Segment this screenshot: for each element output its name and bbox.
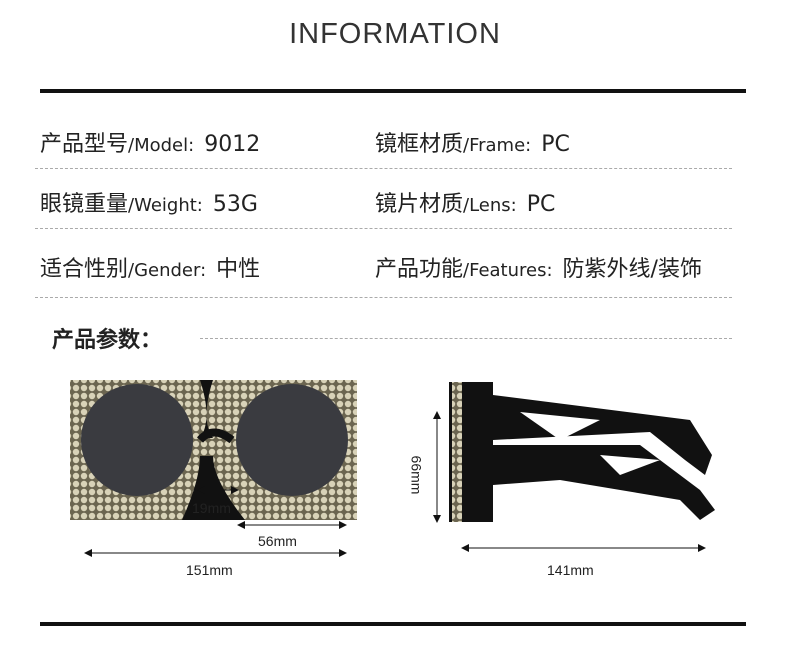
- spec-label-en: /Weight:: [128, 195, 203, 216]
- page-title: INFORMATION: [289, 18, 501, 50]
- spec-label-zh: 适合性别: [40, 257, 129, 282]
- spec-value: 中性: [216, 257, 261, 282]
- spec-features: 产品功能/Features: 防紫外线/装饰: [375, 251, 702, 283]
- spec-weight: 眼镜重量/Weight: 53G: [40, 186, 258, 218]
- spec-label-zh: 产品功能: [375, 257, 464, 282]
- dimension-lines: [84, 411, 706, 557]
- spec-label-en: /Lens:: [463, 195, 517, 216]
- spec-label-zh: 镜框材质: [375, 132, 464, 157]
- temple-arm: [493, 445, 715, 520]
- spec-value: PC: [526, 192, 556, 217]
- lens-height-dimension-label: 66mm: [408, 455, 425, 495]
- spec-value: 防紫外线/装饰: [562, 257, 702, 282]
- divider: [200, 338, 732, 339]
- front-view: [70, 380, 357, 520]
- spec-value: 9012: [204, 132, 261, 157]
- params-heading: 产品参数：: [52, 328, 163, 353]
- left-lens: [81, 384, 193, 496]
- spec-label-en: /Features:: [463, 260, 553, 281]
- spec-label-zh: 产品型号: [40, 132, 129, 157]
- bridge: [196, 428, 235, 444]
- spec-label-zh: 镜片材质: [375, 192, 464, 217]
- spec-lens: 镜片材质/Lens: PC: [375, 186, 555, 218]
- right-lens: [236, 384, 348, 496]
- divider: [35, 228, 732, 229]
- spec-value: 53G: [212, 192, 258, 217]
- spec-label-zh: 眼镜重量: [40, 192, 129, 217]
- glasses-illustration: [70, 380, 715, 557]
- spec-label-en: /Gender:: [128, 260, 207, 281]
- divider: [35, 168, 732, 169]
- spec-label-en: /Frame:: [463, 135, 532, 156]
- lens-width-dimension-label: 56mm: [258, 533, 297, 549]
- bottom-rule: [40, 622, 746, 626]
- bridge-dimension-label: 19mm: [192, 500, 231, 516]
- total-width-dimension-label: 151mm: [186, 562, 233, 578]
- top-rule: [40, 89, 746, 93]
- spec-label-en: /Model:: [128, 135, 195, 156]
- temple-length-dimension-label: 141mm: [547, 562, 594, 578]
- spec-model: 产品型号/Model: 9012: [40, 126, 260, 158]
- spec-value: PC: [541, 132, 570, 157]
- divider: [35, 297, 732, 298]
- spec-gender: 适合性别/Gender: 中性: [40, 251, 260, 283]
- spec-frame: 镜框材质/Frame: PC: [375, 126, 570, 158]
- side-view: [449, 382, 715, 522]
